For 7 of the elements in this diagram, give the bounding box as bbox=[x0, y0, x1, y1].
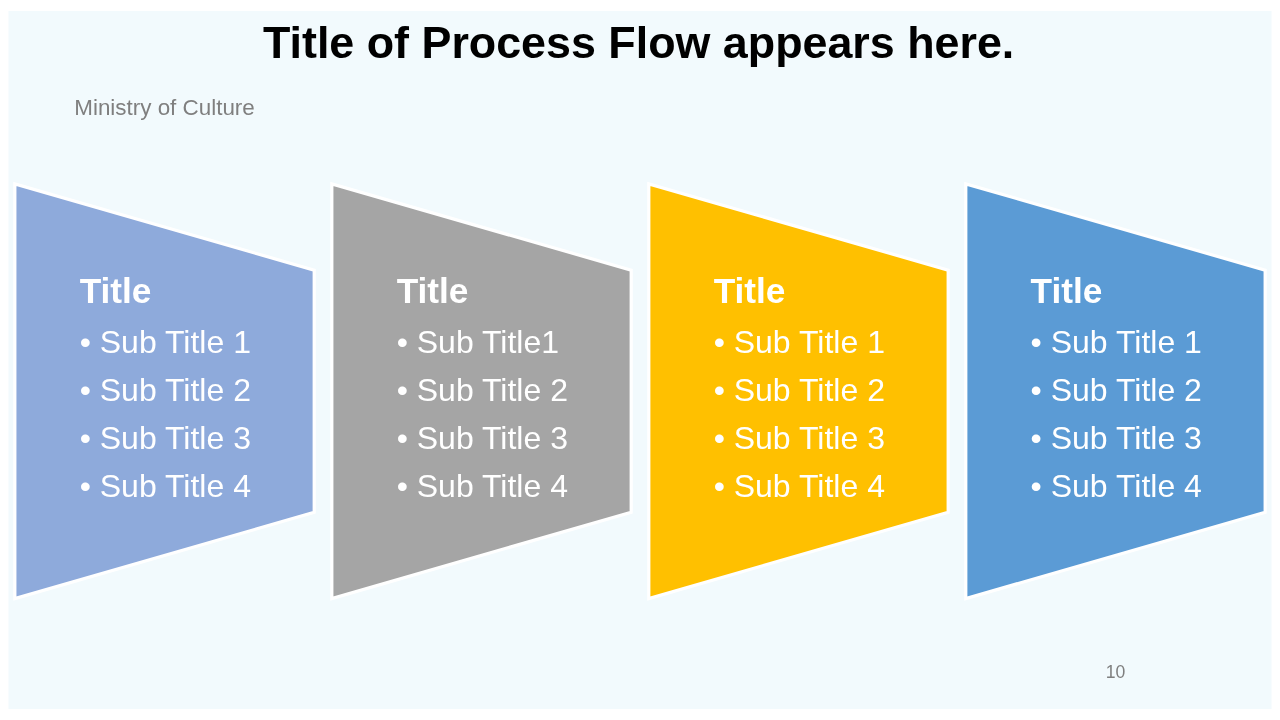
label: 10 bbox=[1105, 662, 1126, 683]
diagram-title: Title of Process Flow appears here. bbox=[262, 17, 1015, 68]
node-box: Title • Sub Title 1 • Sub Title 2 • Sub Title 3 • Sub Title 4 bbox=[13, 181, 316, 601]
label: Ministry of Culture bbox=[74, 94, 255, 120]
node-box: Title • Sub Title1 • Sub Title 2 • Sub Title 3 • Sub Title 4 bbox=[330, 181, 633, 601]
node-box: Title • Sub Title 1 • Sub Title 2 • Sub Title 3 • Sub Title 4 bbox=[647, 181, 950, 601]
node-box: Title • Sub Title 1 • Sub Title 2 • Sub Title 3 • Sub Title 4 bbox=[964, 181, 1267, 601]
